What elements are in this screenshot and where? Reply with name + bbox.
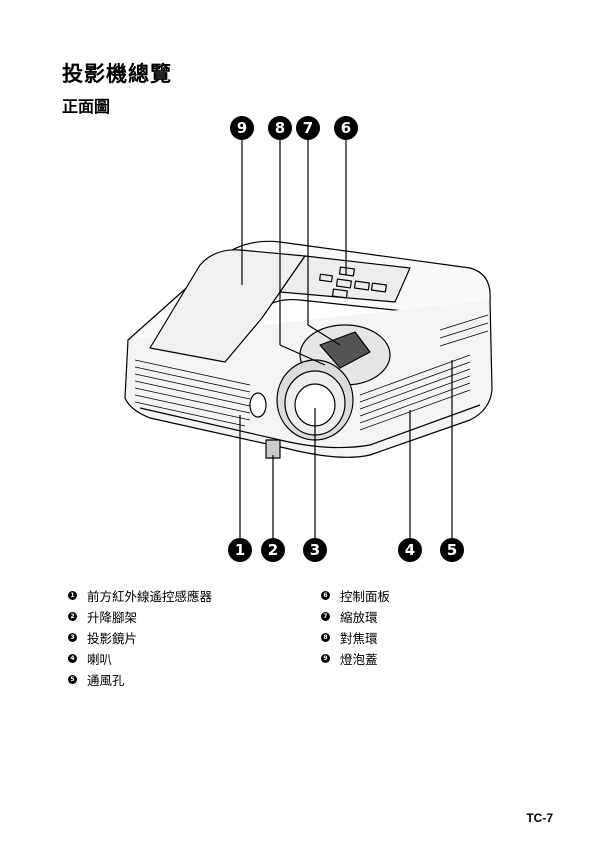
legend-right-column: 6 控制面板 7 縮放環 8 對焦環 9 燈泡蓋 <box>321 585 390 669</box>
callout-3: 3 <box>303 538 327 562</box>
projector-illustration <box>124 140 493 540</box>
callout-9: 9 <box>230 116 254 140</box>
legend-item: 8 對焦環 <box>321 627 390 648</box>
section-subtitle: 正面圖 <box>62 97 111 116</box>
legend-label: 前方紅外線遙控感應器 <box>87 589 213 604</box>
callout-8: 8 <box>268 116 292 140</box>
legend-item: 3 投影鏡片 <box>68 627 212 648</box>
legend-item: 6 控制面板 <box>321 585 390 606</box>
callout-7: 7 <box>296 116 320 140</box>
callout-2: 2 <box>261 538 285 562</box>
legend-label: 對焦環 <box>340 631 378 646</box>
legend-item: 1 前方紅外線遙控感應器 <box>68 585 212 606</box>
lamp-cover-panel <box>149 249 306 363</box>
legend-number: 6 <box>321 591 330 600</box>
legend-number: 7 <box>321 612 330 621</box>
legend-item: 7 縮放環 <box>321 606 390 627</box>
legend-number: 1 <box>68 591 77 600</box>
legend-item: 2 升降腳架 <box>68 606 212 627</box>
legend-number: 8 <box>321 633 330 642</box>
legend-number: 4 <box>68 654 77 663</box>
callout-5: 5 <box>440 538 464 562</box>
legend-item: 4 喇叭 <box>68 648 212 669</box>
callout-1: 1 <box>228 538 252 562</box>
legend-number: 2 <box>68 612 77 621</box>
callout-4: 4 <box>398 538 422 562</box>
legend-label: 喇叭 <box>87 652 113 667</box>
legend-number: 5 <box>68 675 77 684</box>
legend-label: 投影鏡片 <box>87 631 138 646</box>
legend-label: 通風孔 <box>87 673 125 688</box>
page-title: 投影機總覽 <box>62 62 172 86</box>
legend-number: 3 <box>68 633 77 642</box>
legend-number: 9 <box>321 654 330 663</box>
legend-item: 9 燈泡蓋 <box>321 648 390 669</box>
page-number: TC-7 <box>526 811 553 825</box>
legend-left-column: 1 前方紅外線遙控感應器 2 升降腳架 3 投影鏡片 4 喇叭 5 通風孔 <box>68 585 212 690</box>
legend-label: 縮放環 <box>340 610 378 625</box>
ir-sensor <box>249 392 267 418</box>
legend-label: 燈泡蓋 <box>340 652 378 667</box>
callout-6: 6 <box>334 116 358 140</box>
legend-item: 5 通風孔 <box>68 669 212 690</box>
legend-label: 升降腳架 <box>87 610 138 625</box>
front-vents <box>134 359 251 427</box>
legend-label: 控制面板 <box>340 589 391 604</box>
